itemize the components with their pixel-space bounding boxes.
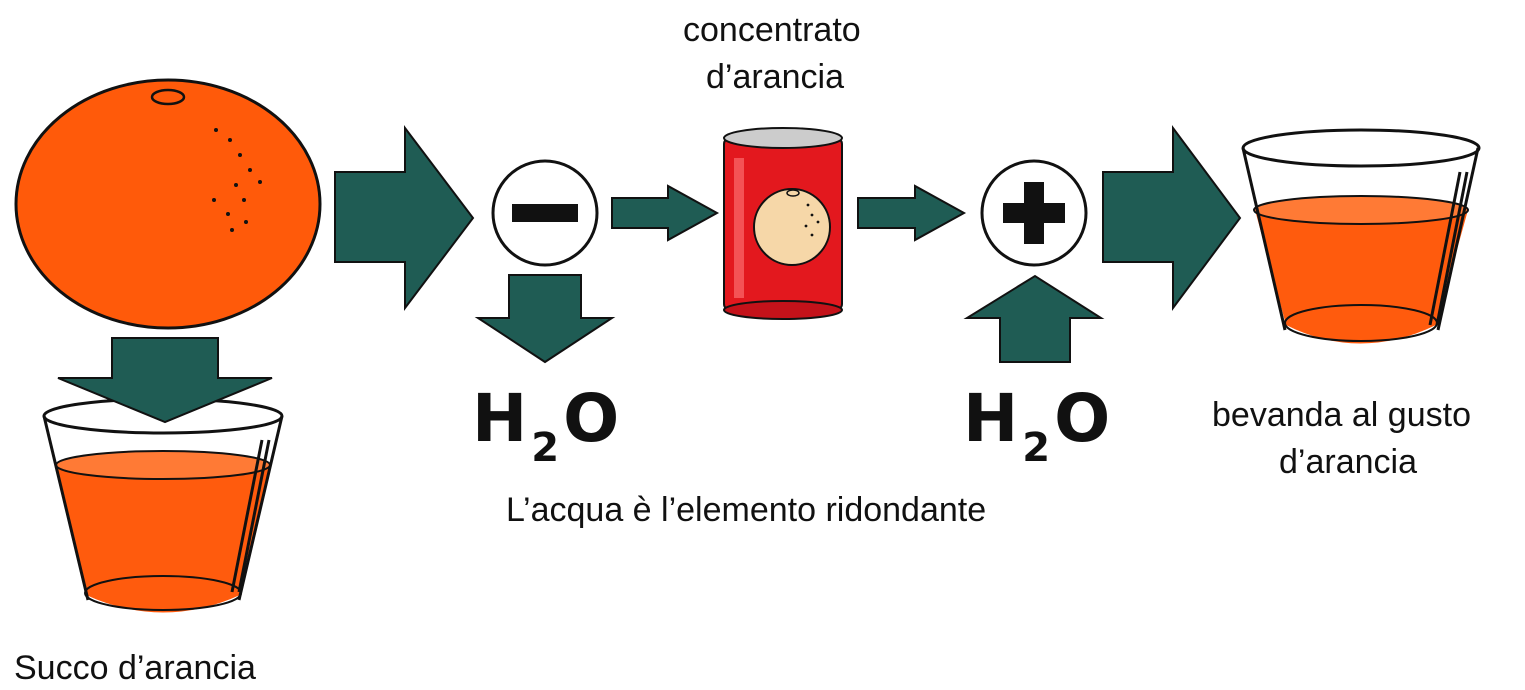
juice-label: Succo d’arancia [14,649,256,687]
water-left-subscript: 2 [531,425,564,471]
drink-glass-icon [1241,128,1481,344]
drink-label-line1: bevanda al gusto [1212,396,1471,434]
juice-glass-icon [42,397,284,613]
plus-operator-icon [980,159,1088,267]
water-right-o: O [1054,380,1115,457]
big-right-arrow-icon [1102,124,1242,312]
press-down-arrow-icon [57,337,273,424]
small-right-arrow-icon [857,184,967,242]
orange-fruit-icon [14,78,322,330]
concentrate-can-icon [723,127,843,320]
concentrate-label-line2: d’arancia [706,58,844,96]
water-left-o: O [563,380,624,457]
water-right-formula: H2O [963,380,1115,471]
water-out-arrow-icon [474,274,616,364]
water-left-h: H [472,380,532,457]
big-right-arrow-icon [334,125,475,311]
small-right-arrow-icon [611,184,720,242]
drink-label-line2: d’arancia [1279,443,1417,481]
water-right-h: H [963,380,1023,457]
water-left-formula: H2O [472,380,624,471]
concentrate-label-line1: concentrato [683,11,861,49]
water-right-subscript: 2 [1022,425,1055,471]
water-in-arrow-icon [963,274,1105,363]
caption-redundant-water: L’acqua è l’elemento ridondante [506,491,987,529]
minus-operator-icon [491,159,599,267]
